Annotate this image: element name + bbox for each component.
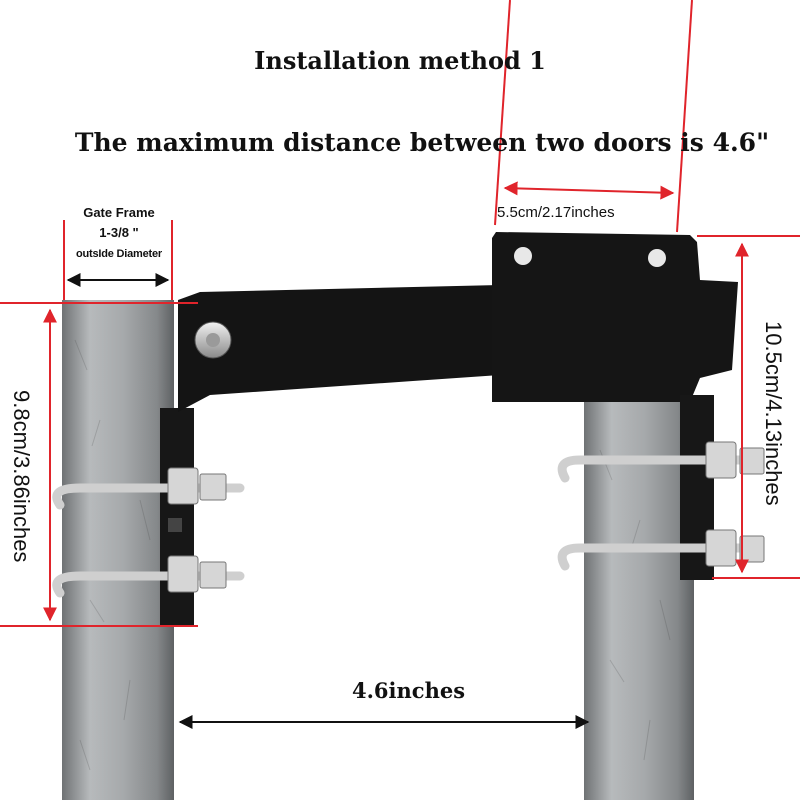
top-extension-right [676,0,693,233]
mount-hole-left [514,247,532,265]
right-bracket-block [492,232,738,402]
right-u-bolts [557,455,765,571]
left-u-bolts [52,483,245,598]
top-width-arrow [503,181,675,200]
gate-frame-label: Gate Frame [83,205,155,220]
frame-note-label: outsIde Diameter [75,248,163,260]
left-pole [62,300,174,800]
method-title: Installation method 1 [254,46,546,75]
frame-size-label: 1-3/8 " [99,225,139,240]
right-height-label: 10.5cm/4.13inches [761,321,786,506]
left-bracket-plate [160,408,194,626]
top-width-label: 5.5cm/2.17inches [497,204,615,221]
mount-hole-right [648,249,666,267]
top-extension-left [494,0,511,226]
gap-label: 4.6inches [352,678,466,703]
max-distance-title: The maximum distance between two doors i… [74,128,770,157]
left-height-label: 9.8cm/3.86inches [9,390,34,563]
bracket-arm [178,285,500,412]
